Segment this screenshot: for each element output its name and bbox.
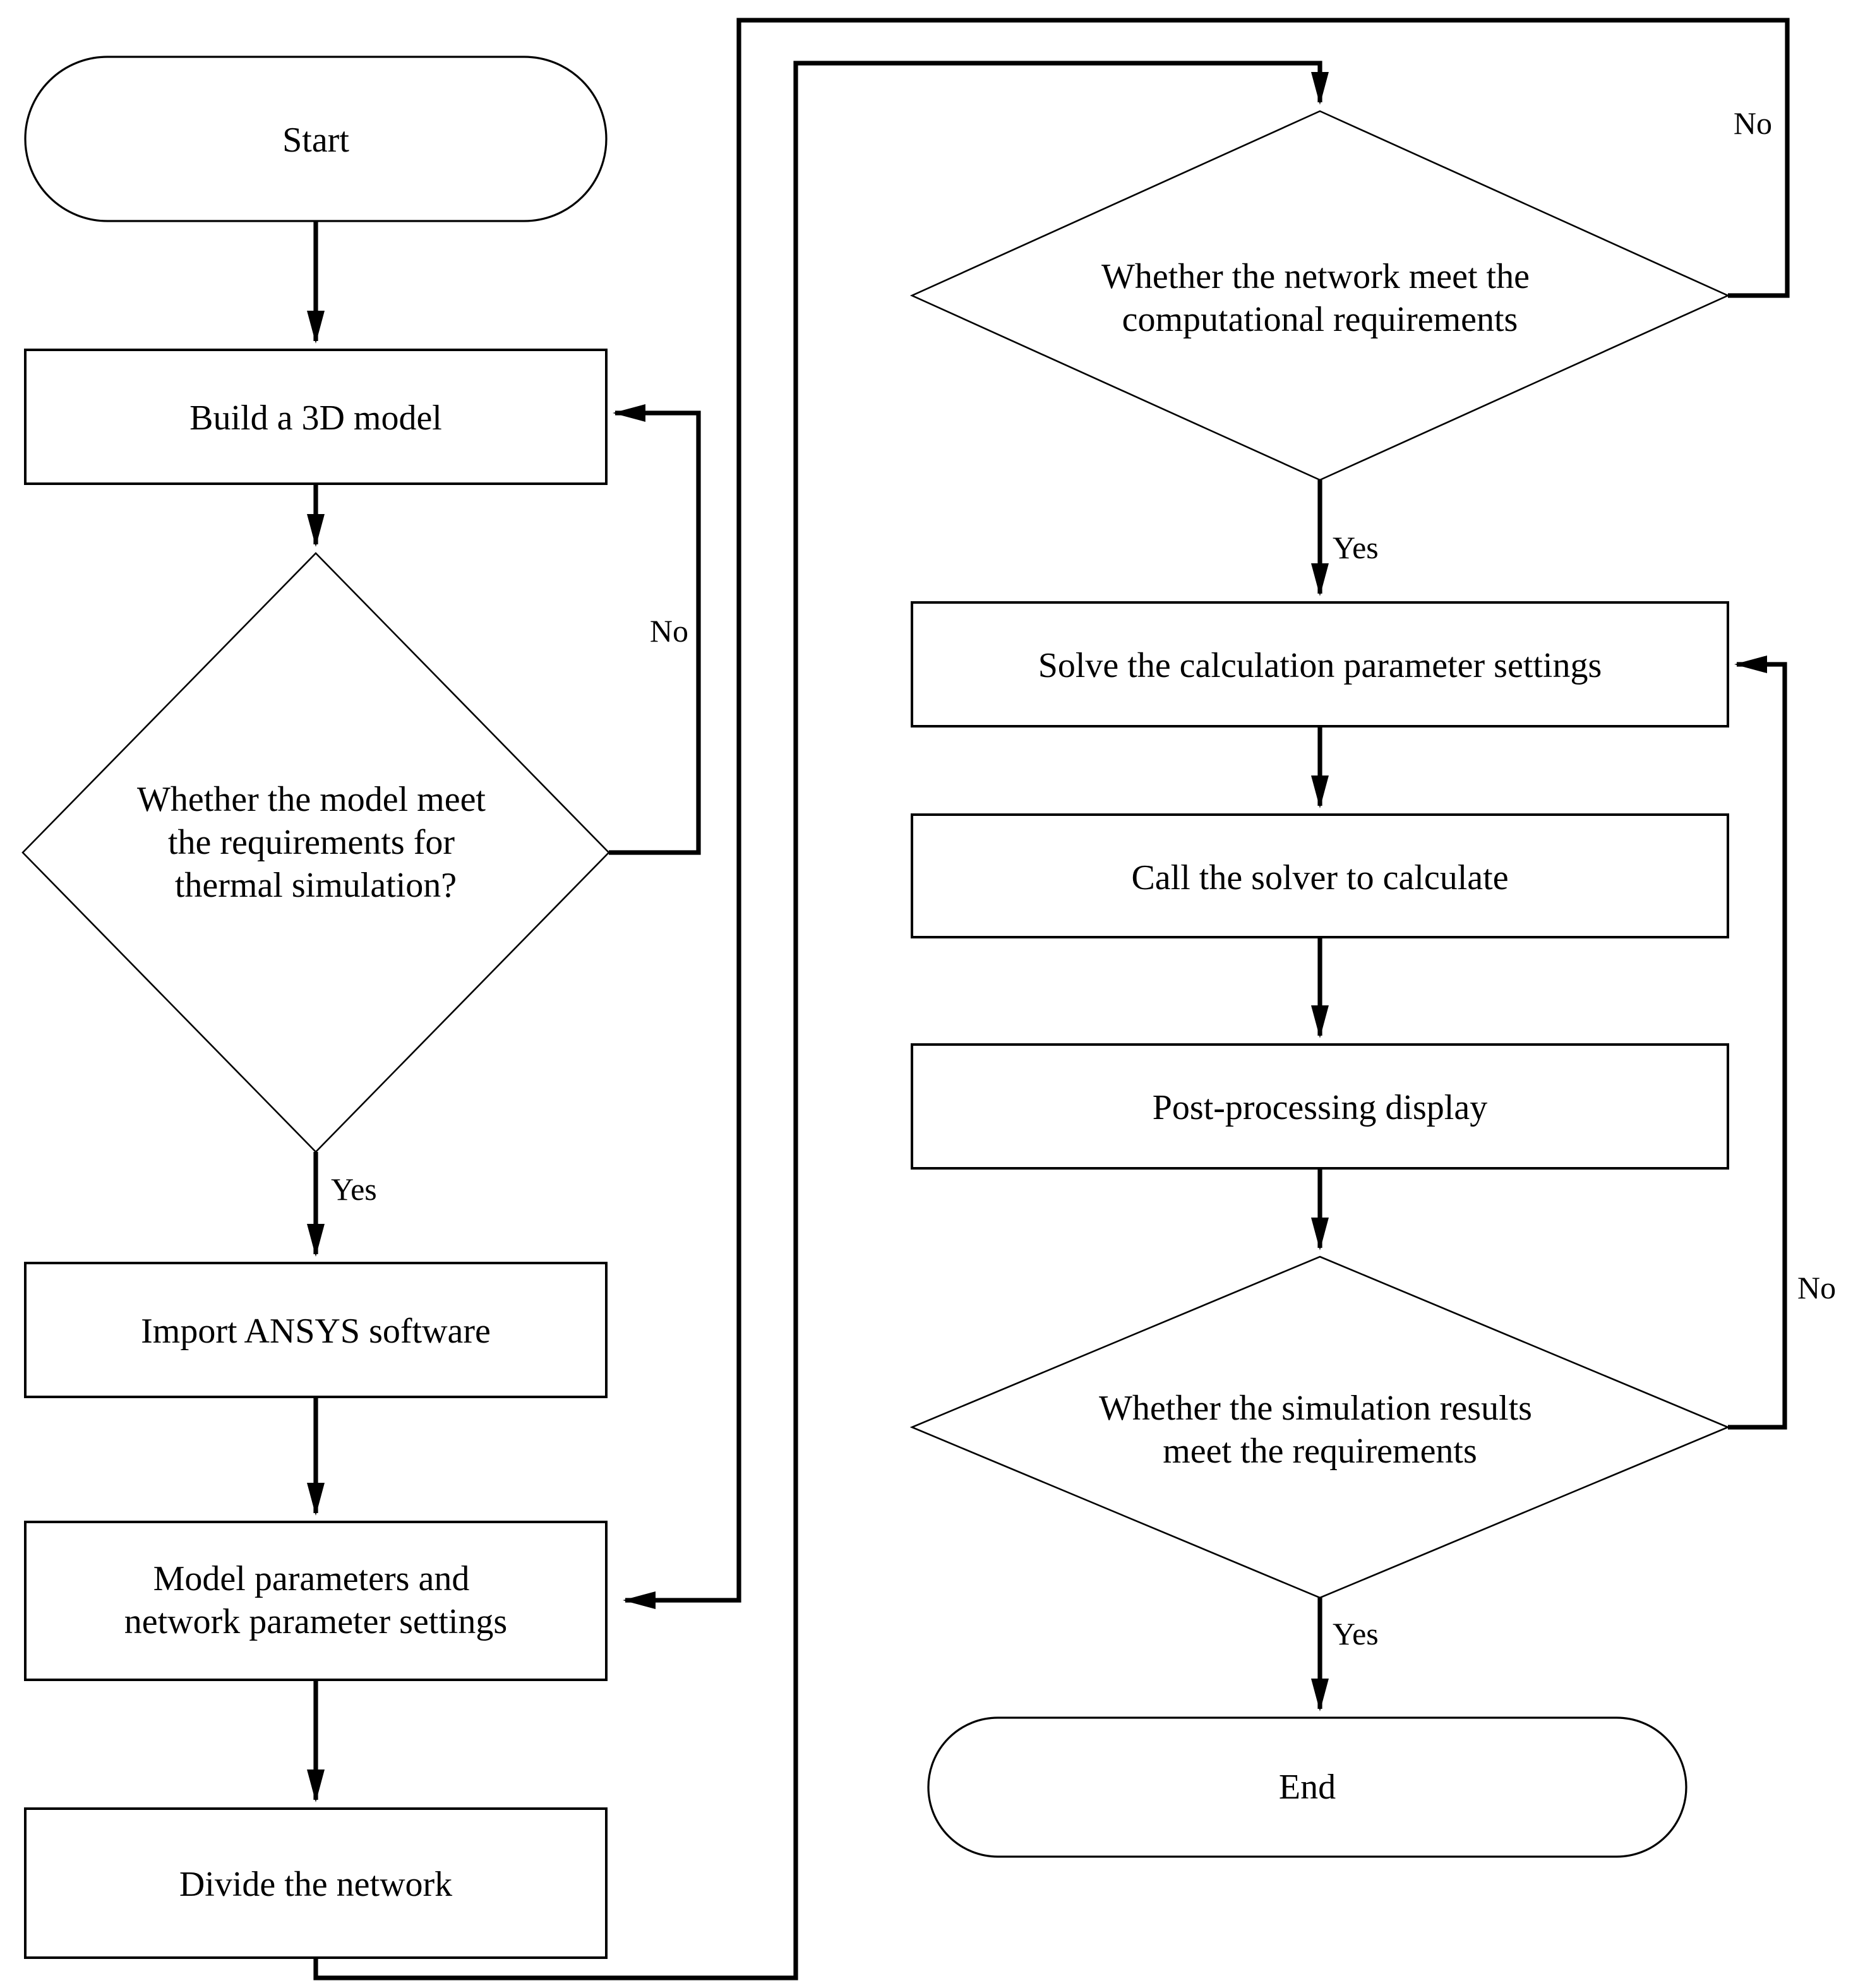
divide-label: Divide the network: [179, 1865, 452, 1904]
decision-results-node: [909, 1255, 1730, 1599]
edge-label-network-yes: Yes: [1333, 530, 1379, 565]
start-node: [24, 56, 608, 222]
edge-decision-model-no-loop: [609, 404, 701, 855]
parameters-node: [24, 1521, 608, 1681]
edge-divide-to-decision-network: [313, 61, 1329, 1980]
edge-label-network-no: No: [1734, 105, 1772, 141]
divide-node: [24, 1807, 608, 1959]
decision-model-label: Whether the model meet the requirements …: [137, 780, 494, 905]
solve-node: [911, 601, 1729, 728]
build-label: Build a 3D model: [189, 398, 442, 438]
decision-network-node: [909, 110, 1730, 481]
edge-label-results-yes: Yes: [1333, 1616, 1379, 1651]
post-processing-label: Post-processing display: [1153, 1088, 1487, 1127]
solve-label: Solve the calculation parameter settings: [1038, 646, 1602, 685]
call-solver-label: Call the solver to calculate: [1131, 858, 1508, 897]
start-label: Start: [282, 121, 349, 160]
end-node: [927, 1716, 1687, 1858]
edge-label-model-no: No: [650, 613, 688, 649]
decision-results-label: Whether the simulation results meet the …: [1099, 1389, 1541, 1471]
end-label: End: [1279, 1768, 1336, 1807]
edge-label-model-yes: Yes: [331, 1171, 377, 1207]
edge-decision-network-no-loop: [623, 18, 1790, 1609]
parameters-label: Model parameters and network parameter s…: [124, 1559, 507, 1641]
edge-decision-results-no-loop: [1728, 656, 1787, 1430]
post-processing-node: [911, 1043, 1729, 1170]
build-node: [24, 349, 608, 485]
import-ansys-node: [24, 1262, 608, 1398]
import-ansys-label: Import ANSYS software: [141, 1312, 491, 1351]
edge-label-results-no: No: [1797, 1270, 1836, 1305]
call-solver-node: [911, 813, 1729, 938]
decision-network-label: Whether the network meet the computation…: [1101, 257, 1538, 339]
decision-model-node: [21, 552, 610, 1153]
